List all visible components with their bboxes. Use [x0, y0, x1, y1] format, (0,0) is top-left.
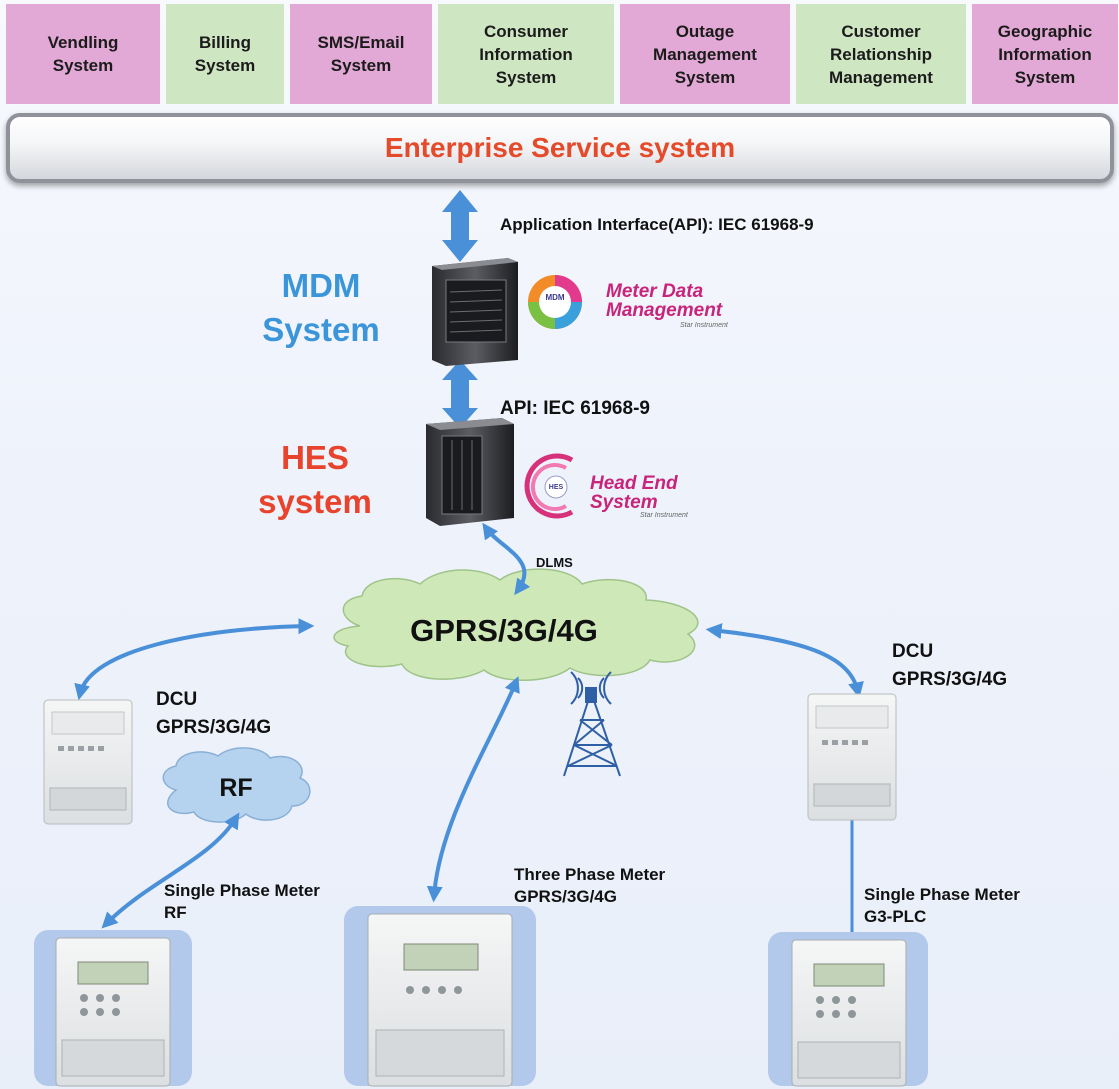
- system-box-vending: Vendling System: [6, 4, 160, 104]
- mdm-server-icon: [432, 258, 518, 366]
- api-middle-label: API: IEC 61968-9: [500, 398, 650, 419]
- gprs-cloud-label: GPRS/3G/4G: [410, 613, 598, 648]
- single-phase-plc-label: Single Phase Meter G3-PLC: [864, 885, 1020, 926]
- single-phase-meter-rf: [34, 930, 192, 1087]
- system-box-outage-management: Outage Management System: [620, 4, 790, 104]
- mdm-logo-title: Meter Data Management: [606, 281, 723, 321]
- dcu-left-label: DCU GPRS/3G/4G: [156, 689, 272, 738]
- dcu-right-label: DCU GPRS/3G/4G: [892, 641, 1008, 690]
- dcu-right-device: [807, 693, 897, 821]
- cloud-to-three-phase-arrow: [426, 676, 520, 903]
- cloud-to-right-dcu-arrow: [705, 623, 864, 699]
- three-phase-label: Three Phase Meter GPRS/3G/4G: [514, 865, 666, 906]
- api-top-label: Application Interface(API): IEC 61968-9: [500, 215, 814, 234]
- rf-cloud-label: RF: [219, 774, 252, 802]
- enterprise-service-bus: Enterprise Service system: [6, 113, 1114, 183]
- mdm-logo-subtitle: Star Instrument: [680, 322, 728, 329]
- single-phase-rf-label: Single Phase Meter RF: [164, 881, 320, 922]
- system-box-sms-email: SMS/Email System: [290, 4, 432, 104]
- rf-to-single-phase-arrow: [101, 812, 240, 929]
- cloud-to-left-dcu-arrow: [74, 618, 315, 701]
- hes-logo-subtitle: Star Instrument: [640, 512, 688, 519]
- mdm-system-title: MDM System: [262, 267, 380, 348]
- system-box-consumer-information: Consumer Information System: [438, 4, 614, 104]
- system-box-customer-relationship: Customer Relationship Management: [796, 4, 966, 104]
- gprs-cloud: [333, 568, 699, 681]
- system-box-billing: Billing System: [166, 4, 284, 104]
- mdm-logo-icon: MDM: [528, 275, 582, 329]
- single-phase-meter-plc: [768, 932, 928, 1087]
- hes-system-title: HES system: [258, 439, 372, 520]
- hes-logo-badge: HES: [549, 484, 564, 491]
- hes-logo-title: Head End System: [590, 473, 678, 513]
- mdm-logo-badge: MDM: [545, 293, 564, 302]
- application-systems-row: Vendling System Billing System SMS/Email…: [0, 0, 1119, 106]
- api-arrow-middle: [442, 360, 478, 428]
- dlms-label: DLMS: [536, 555, 573, 570]
- system-box-geographic-information: Geographic Information System: [972, 4, 1118, 104]
- cell-tower-icon: [563, 671, 621, 777]
- dlms-arrow: [482, 522, 531, 596]
- hes-logo-icon: HES: [524, 453, 574, 519]
- hes-server-icon: [426, 418, 514, 526]
- api-arrow-top: [442, 190, 478, 262]
- dcu-left-device: [43, 699, 133, 825]
- three-phase-meter: [344, 906, 536, 1087]
